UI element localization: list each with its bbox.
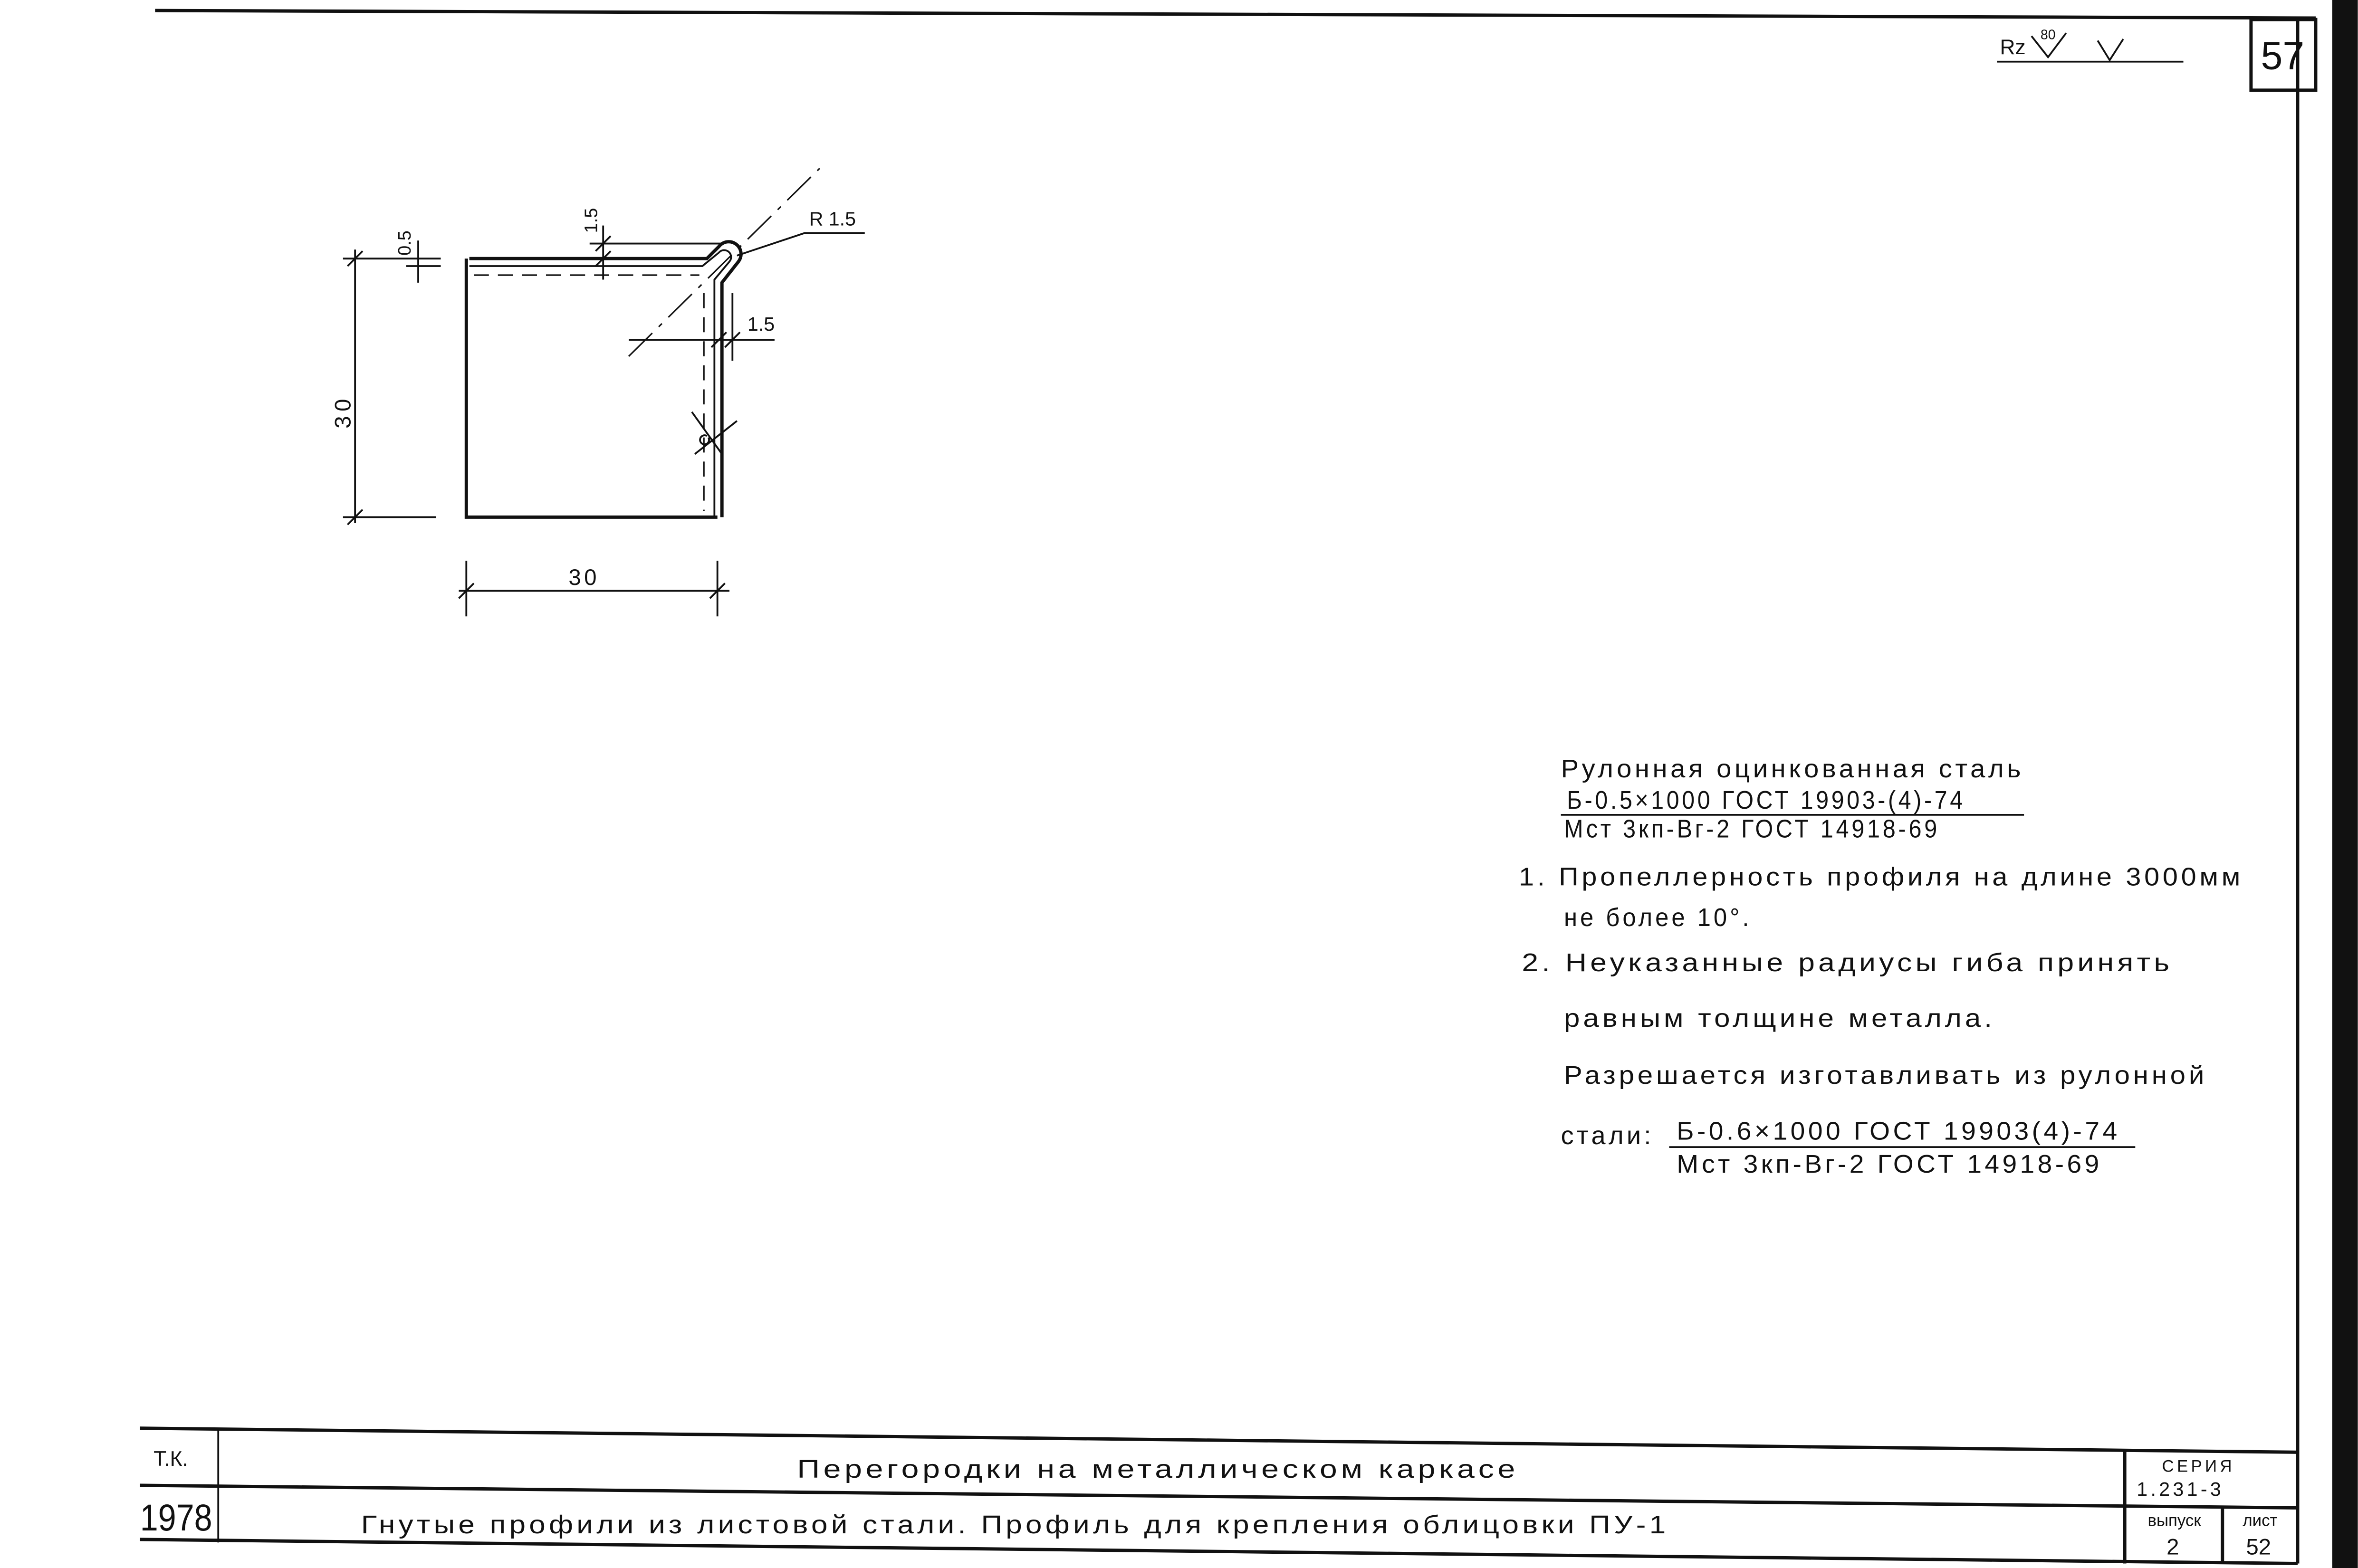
sheet-value: 52 xyxy=(2246,1535,2271,1560)
note-2-line-2: равным толщине металла. xyxy=(1564,1004,1995,1033)
year: 1978 xyxy=(140,1496,212,1539)
note-2-line-1: 2. Неуказанные радиусы гиба принять xyxy=(1522,948,2173,977)
issue-label: выпуск xyxy=(2148,1511,2202,1530)
title-main: Перегородки на металлическом каркасе xyxy=(797,1455,1519,1483)
alternative-material-line: Разрешается изготавливать из рулонной xyxy=(1564,1061,2207,1090)
profile-drawing: R 1.5 0.5 30 1.5 1.5 30 xyxy=(331,168,865,617)
sheet-label: лист xyxy=(2243,1511,2277,1530)
surface-check-icon xyxy=(2097,38,2124,62)
title-block: Т.К. 1978 Перегородки на металлическом к… xyxy=(140,1426,2298,1565)
issue-value: 2 xyxy=(2166,1535,2179,1560)
page-number: 57 xyxy=(2261,35,2305,78)
roughness-symbol: Rz 80 xyxy=(1997,27,2184,63)
roughness-label: Rz xyxy=(2000,36,2026,59)
sheet-frame xyxy=(155,0,2358,1568)
technical-notes: Рулонная оцинкованная сталь Б-0.5×1000 Г… xyxy=(1519,755,2243,1178)
radius-label: R 1.5 xyxy=(809,208,856,230)
material-numerator: Б-0.5×1000 ГОСТ 19903-(4)-74 xyxy=(1567,786,1965,814)
dim-top-offset: 1.5 xyxy=(582,208,602,233)
note-1-line-2: не более 10°. xyxy=(1564,903,1752,932)
section-mark-icon xyxy=(691,411,738,455)
material-denominator: Мст 3кп-Вг-2 ГОСТ 14918-69 xyxy=(1564,814,1940,843)
alternative-material-numerator: Б-0.6×1000 ГОСТ 19903(4)-74 xyxy=(1677,1117,2120,1145)
dim-width: 30 xyxy=(568,565,599,590)
note-1-line-1: 1. Пропеллерность профиля на длине 3000м… xyxy=(1519,863,2243,891)
alternative-material-denominator: Мст 3кп-Вг-2 ГОСТ 14918-69 xyxy=(1677,1150,2102,1178)
roughness-check-icon xyxy=(2031,32,2067,59)
roughness-value: 80 xyxy=(2041,27,2056,42)
series-value: 1.231-3 xyxy=(2137,1478,2224,1500)
tk-label: Т.К. xyxy=(153,1447,188,1471)
page-number-box: 57 xyxy=(2249,18,2318,92)
radius-leader xyxy=(737,232,865,257)
material-title: Рулонная оцинкованная сталь xyxy=(1561,755,2024,783)
series-label: СЕРИЯ xyxy=(2162,1457,2234,1476)
dim-thickness: 0.5 xyxy=(395,230,415,256)
dim-side-offset: 1.5 xyxy=(748,313,775,335)
alternative-material-prefix: стали: xyxy=(1561,1121,1654,1150)
title-sub: Гнутые профили из листовой стали. Профил… xyxy=(361,1511,1669,1539)
dim-height: 30 xyxy=(331,394,356,429)
